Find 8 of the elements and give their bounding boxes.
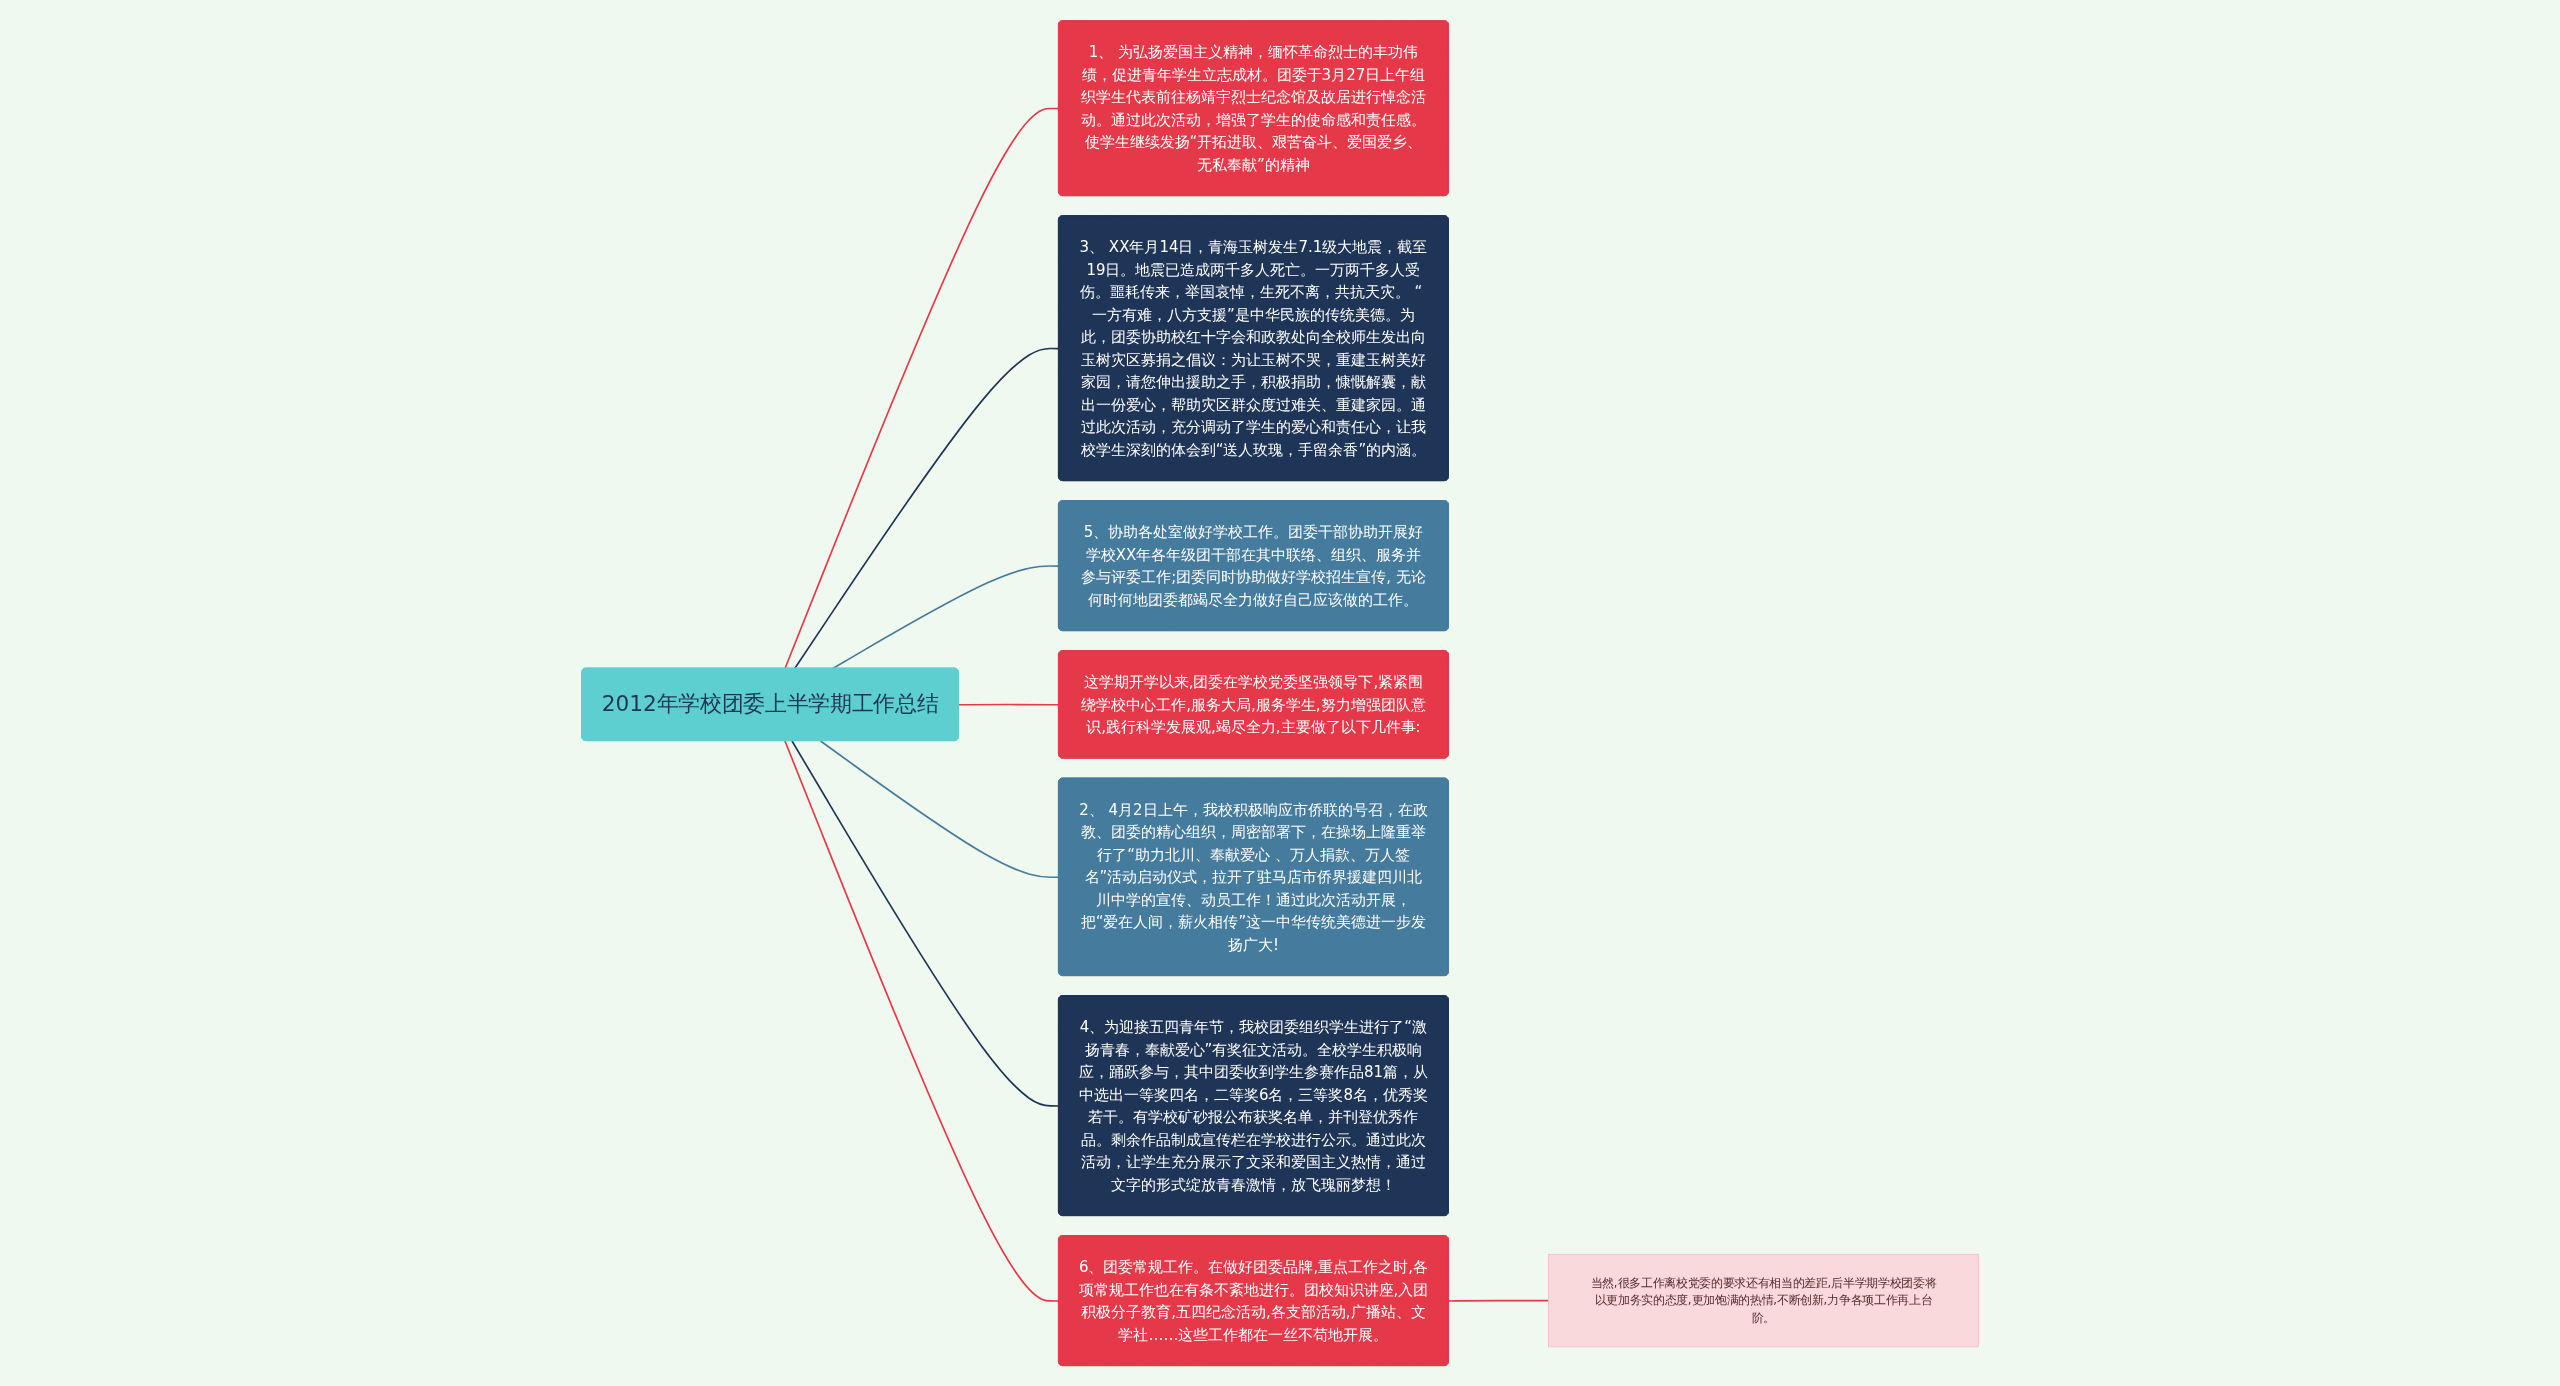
connector (784, 107, 1060, 670)
connector (1447, 1299, 1550, 1302)
connector (784, 740, 1060, 1302)
node-box: 当然,很多工作离校党委的要求还有相当的差距,后半学期学校团委将以更加务实的态度,更加饱满的热情,不断创新,力争各项工作再上台阶。 (1547, 1253, 1979, 1348)
connector (793, 347, 1060, 670)
connector (791, 740, 1060, 1107)
connector (819, 740, 1060, 878)
connector (958, 703, 1060, 706)
